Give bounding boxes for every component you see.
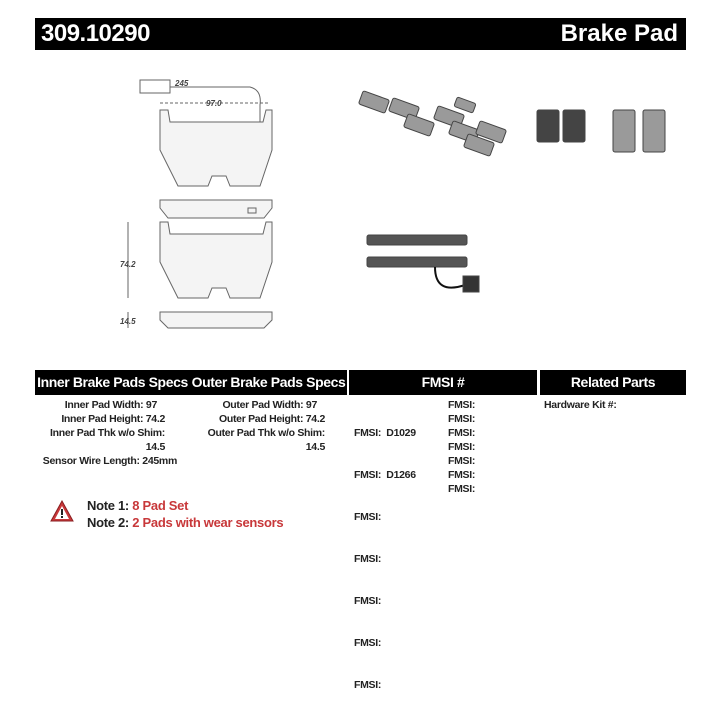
part-number: 309.10290	[41, 20, 150, 47]
dim-thickness: 14.5	[120, 317, 136, 326]
header-bar: 309.10290 Brake Pad	[35, 18, 686, 50]
product-photos	[358, 90, 666, 293]
pad-outline-top	[159, 109, 273, 187]
note-label: Note 2:	[87, 515, 129, 530]
outer-specs-header: Outer Brake Pads Specs	[190, 370, 347, 395]
pad-outline-bottom	[159, 221, 273, 299]
fmsi-row: FMSI:	[448, 427, 476, 439]
fmsi-col-1: FMSI: D1029 FMSI: D1266 FMSI: FMSI: FMSI…	[354, 398, 444, 706]
fmsi-row: FMSI:	[448, 399, 476, 411]
spec-row: Inner Pad Height: 74.2	[61, 413, 165, 425]
fmsi-row: FMSI: D1029	[354, 427, 416, 439]
fmsi-row: FMSI:	[354, 511, 382, 523]
fmsi-row: FMSI:	[354, 679, 382, 691]
related-parts-list: Hardware Kit #:	[544, 398, 684, 412]
spec-row: Inner Pad Width: 97	[64, 399, 158, 411]
spec-row: Sensor Wire Length: 245mm	[42, 455, 178, 467]
fmsi-row: FMSI:	[448, 441, 476, 453]
note-2: Note 2: 2 Pads with wear sensors	[87, 515, 284, 530]
fmsi-row: FMSI:	[448, 483, 476, 495]
dim-width: 97.0	[206, 99, 222, 108]
fmsi-row: FMSI:	[448, 469, 476, 481]
dim-wire: 245	[174, 79, 189, 88]
inner-specs-list: Inner Pad Width: 97 Inner Pad Height: 74…	[35, 398, 185, 468]
fmsi-row: FMSI: D1266	[354, 469, 416, 481]
outer-specs-list: Outer Pad Width: 97 Outer Pad Height: 74…	[190, 398, 326, 454]
fmsi-row: FMSI:	[354, 637, 382, 649]
fmsi-row: FMSI:	[448, 413, 476, 425]
fmsi-row: FMSI:	[354, 553, 382, 565]
fmsi-row: FMSI:	[354, 595, 382, 607]
dim-height: 74.2	[120, 260, 136, 269]
note-value: 8 Pad Set	[132, 498, 189, 513]
note-value: 2 Pads with wear sensors	[132, 515, 284, 530]
fmsi-header: FMSI #	[349, 370, 537, 395]
inner-specs-header: Inner Brake Pads Specs	[35, 370, 190, 395]
technical-drawing: 245 97.0 74.2 14.5	[120, 79, 273, 329]
related-parts-header: Related Parts	[540, 370, 686, 395]
spec-row: Outer Pad Width: 97	[222, 399, 317, 411]
fmsi-col-2: FMSI: FMSI: FMSI: FMSI: FMSI: FMSI: FMSI…	[448, 398, 528, 496]
related-row: Hardware Kit #:	[544, 399, 617, 411]
spec-row: Inner Pad Thk w/o Shim: 14.5	[49, 427, 165, 453]
spec-row: Outer Pad Thk w/o Shim: 14.5	[207, 427, 326, 453]
note-label: Note 1:	[87, 498, 129, 513]
product-type: Brake Pad	[560, 20, 678, 47]
warning-triangle-icon	[50, 500, 74, 522]
note-1: Note 1: 8 Pad Set	[87, 498, 188, 513]
sensor-connector	[139, 79, 171, 94]
spec-row: Outer Pad Height: 74.2	[218, 413, 325, 425]
fmsi-row: FMSI:	[448, 455, 476, 467]
